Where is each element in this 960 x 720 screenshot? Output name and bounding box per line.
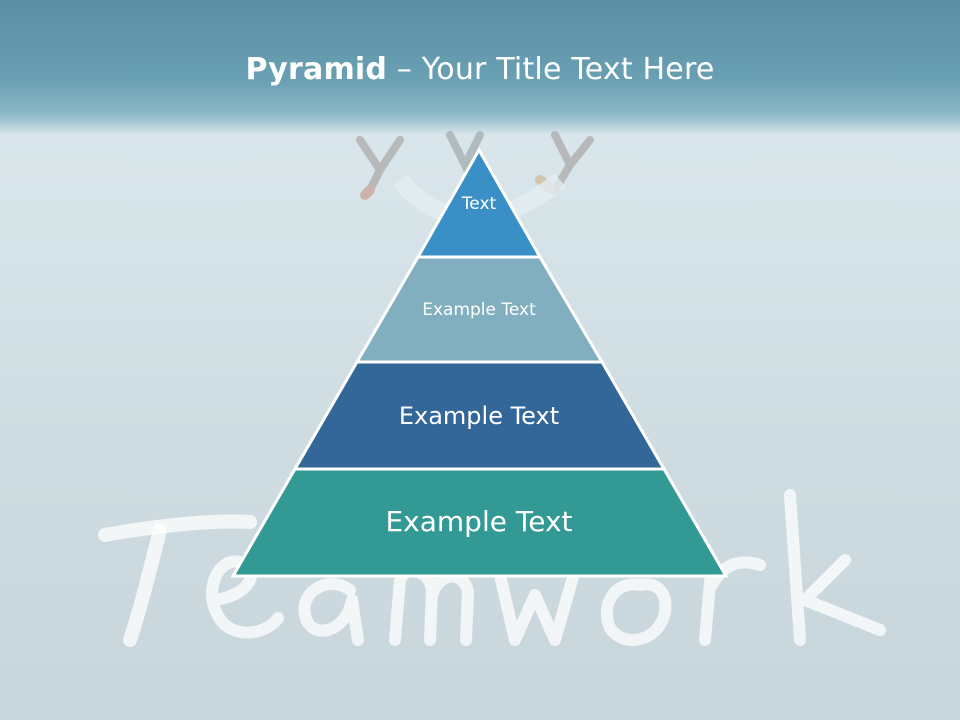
title-bold: Pyramid [245, 52, 388, 87]
pyramid-label-3: Example Text [399, 402, 559, 430]
pyramid-label-4: Example Text [385, 505, 572, 538]
pyramid-level-4 [230, 467, 729, 578]
title-band [0, 0, 960, 135]
title-rest: – Your Title Text Here [387, 52, 715, 87]
pyramid-label-2: Example Text [422, 300, 536, 320]
slide-title: Pyramid – Your Title Text Here [0, 52, 960, 87]
pyramid-label-1: Text [461, 194, 497, 214]
